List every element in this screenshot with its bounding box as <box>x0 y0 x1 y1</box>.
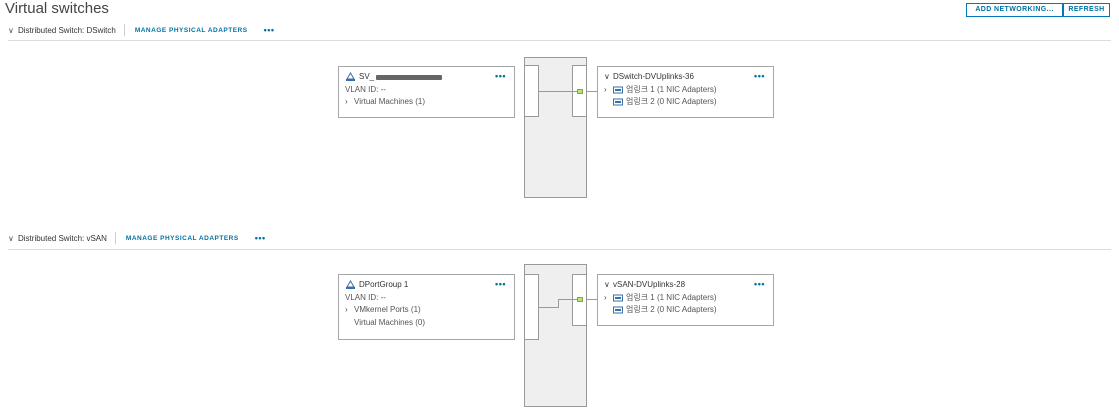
list-item[interactable]: › Virtual Machines (1) <box>345 96 508 109</box>
refresh-button[interactable]: REFRESH <box>1063 3 1110 17</box>
chevron-right-icon[interactable]: › <box>604 292 607 302</box>
list-item[interactable]: 업링크 2 (0 NIC Adapters) <box>604 304 767 317</box>
connection-line <box>539 307 559 308</box>
connection-line <box>558 299 577 300</box>
switch-port-left <box>524 274 539 340</box>
uplink-label: 업링크 2 (0 NIC Adapters) <box>626 305 717 314</box>
uplinks-name[interactable]: DSwitch-DVUplinks-36 <box>613 72 694 81</box>
uplink-label: 업링크 2 (0 NIC Adapters) <box>626 97 717 106</box>
more-actions-icon[interactable]: ••• <box>754 279 765 289</box>
divider <box>114 232 116 244</box>
virtual-machines-label: Virtual Machines (0) <box>354 317 425 327</box>
list-item[interactable]: › 업링크 1 (1 NIC Adapters) <box>604 292 767 305</box>
chevron-right-icon[interactable]: › <box>604 84 607 94</box>
switch-title: Distributed Switch: DSwitch <box>18 25 116 35</box>
add-networking-button[interactable]: ADD NETWORKING... <box>966 3 1063 17</box>
portgroup-card[interactable]: SV_ ••• VLAN ID: -- › Virtual Machines (… <box>338 66 515 118</box>
divider <box>123 24 125 36</box>
portgroup-card[interactable]: DPortGroup 1 ••• VLAN ID: -- › VMkernel … <box>338 274 515 340</box>
page-title: Virtual switches <box>5 0 109 17</box>
switch-header-dswitch: ∨ Distributed Switch: DSwitch MANAGE PHY… <box>8 21 275 39</box>
more-actions-icon[interactable]: ••• <box>254 233 266 243</box>
list-item[interactable]: › VMkernel Ports (1) <box>345 304 508 317</box>
section-divider <box>8 40 1111 41</box>
portgroup-title: DPortGroup 1 <box>345 279 508 292</box>
chevron-down-icon[interactable]: ∨ <box>604 72 610 81</box>
uplink-port-icon[interactable] <box>577 297 583 302</box>
list-item[interactable]: › 업링크 1 (1 NIC Adapters) <box>604 84 767 97</box>
more-actions-icon[interactable]: ••• <box>263 25 275 35</box>
chevron-down-icon[interactable]: ∨ <box>8 233 14 243</box>
portgroup-title: SV_ <box>345 71 508 84</box>
uplinks-name[interactable]: vSAN-DVUplinks-28 <box>613 280 686 289</box>
vlan-id: VLAN ID: -- <box>345 84 386 94</box>
network-adapter-icon <box>613 98 623 106</box>
connection-line <box>558 299 559 308</box>
network-adapter-icon <box>613 306 623 314</box>
uplinks-title: ∨ DSwitch-DVUplinks-36 <box>604 71 767 84</box>
vmkernel-ports-label: VMkernel Ports (1) <box>354 305 421 314</box>
chevron-right-icon[interactable]: › <box>345 97 348 106</box>
list-item[interactable]: Virtual Machines (0) <box>345 317 508 330</box>
uplinks-title: ∨ vSAN-DVUplinks-28 <box>604 279 767 292</box>
more-actions-icon[interactable]: ••• <box>754 71 765 81</box>
uplink-label: 업링크 1 (1 NIC Adapters) <box>626 84 717 94</box>
switch-header-vsan: ∨ Distributed Switch: vSAN MANAGE PHYSIC… <box>8 229 266 247</box>
uplinks-card[interactable]: ∨ vSAN-DVUplinks-28 ••• › 업링크 1 (1 NIC A… <box>597 274 774 326</box>
virtual-machines-label: Virtual Machines (1) <box>354 97 425 106</box>
section-divider <box>8 249 1111 250</box>
connection-line <box>587 91 598 92</box>
network-adapter-icon <box>613 294 623 302</box>
connection-line <box>539 91 577 92</box>
vlan-id: VLAN ID: -- <box>345 292 386 302</box>
list-item[interactable]: 업링크 2 (0 NIC Adapters) <box>604 96 767 109</box>
uplink-label: 업링크 1 (1 NIC Adapters) <box>626 292 717 302</box>
more-actions-icon[interactable]: ••• <box>495 71 506 81</box>
portgroup-name[interactable]: DPortGroup 1 <box>359 280 409 289</box>
uplinks-card[interactable]: ∨ DSwitch-DVUplinks-36 ••• › 업링크 1 (1 NI… <box>597 66 774 118</box>
manage-physical-adapters-link[interactable]: MANAGE PHYSICAL ADAPTERS <box>125 234 239 242</box>
network-adapter-icon <box>613 86 623 94</box>
manage-physical-adapters-link[interactable]: MANAGE PHYSICAL ADAPTERS <box>134 26 248 34</box>
chevron-down-icon[interactable]: ∨ <box>604 280 610 289</box>
more-actions-icon[interactable]: ••• <box>495 279 506 289</box>
chevron-down-icon[interactable]: ∨ <box>8 25 14 35</box>
switch-port-left <box>524 65 539 117</box>
chevron-right-icon[interactable]: › <box>345 305 348 314</box>
switch-title: Distributed Switch: vSAN <box>18 233 107 243</box>
portgroup-name[interactable]: SV_ <box>359 72 375 81</box>
uplink-port-icon[interactable] <box>577 89 583 94</box>
connection-line <box>587 299 598 300</box>
portgroup-icon <box>346 72 355 82</box>
redacted-name <box>376 74 443 80</box>
portgroup-icon <box>346 280 355 290</box>
